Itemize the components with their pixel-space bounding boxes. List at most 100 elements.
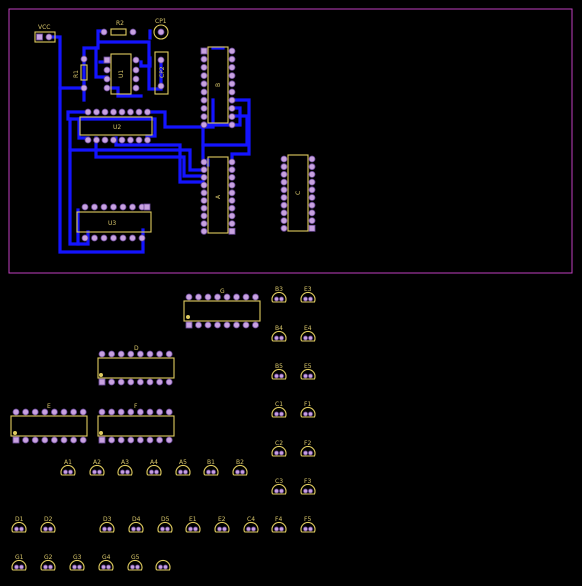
ic-pin xyxy=(200,96,208,104)
ic-pin xyxy=(308,209,316,217)
ic-pin xyxy=(228,80,236,88)
ic-pin xyxy=(214,293,221,301)
ic-pin xyxy=(308,170,316,178)
pin1-marker xyxy=(99,431,103,435)
ic-pin xyxy=(91,234,98,242)
led-footprint: C1 xyxy=(271,401,287,418)
ic-pin xyxy=(165,378,173,386)
led-footprint: F5 xyxy=(300,516,316,533)
ic-pin xyxy=(280,155,288,163)
ic-d: D xyxy=(97,345,175,379)
ic-pin xyxy=(280,194,288,201)
led-footprint: B3 xyxy=(271,286,287,303)
u2-label: U2 xyxy=(113,124,121,131)
led-label: D2 xyxy=(44,516,53,523)
ic-pin xyxy=(308,163,316,171)
ic-pin xyxy=(98,408,106,416)
r1-label: R1 xyxy=(73,70,80,78)
vcc-label: VCC xyxy=(38,24,50,31)
led-footprint: B2 xyxy=(232,459,248,476)
ic-pin xyxy=(119,203,127,211)
ic-pin xyxy=(200,80,208,88)
pin1-marker xyxy=(13,431,17,435)
ic-u1: U1 xyxy=(103,53,140,95)
ic-pin xyxy=(204,321,212,329)
ic-pin xyxy=(228,189,236,197)
ic-pin xyxy=(81,203,89,211)
ic-pin xyxy=(60,436,68,444)
ic-pin xyxy=(117,378,125,386)
capacitor-cp1: CP1 xyxy=(153,18,169,40)
r2-label: R2 xyxy=(116,20,124,27)
ic-pin xyxy=(185,293,193,301)
cp2-label: CP2 xyxy=(159,66,166,78)
ic-pin xyxy=(108,408,115,416)
ic-a: A xyxy=(207,156,229,234)
ic-pin xyxy=(12,436,20,444)
ic-pin xyxy=(22,408,30,416)
led-label: E3 xyxy=(304,286,312,293)
led-footprint: E5 xyxy=(300,363,316,380)
led-footprint: G2 xyxy=(40,554,56,571)
ic-pin xyxy=(200,47,208,55)
ic-pin xyxy=(98,378,106,386)
ic-pin xyxy=(252,293,259,301)
ic-pin xyxy=(280,201,288,209)
ic-pin xyxy=(79,436,87,444)
led-label: F2 xyxy=(304,440,311,447)
ic-b: B xyxy=(207,46,229,124)
led-footprint: D3 xyxy=(99,516,115,533)
ic-pin xyxy=(242,321,250,329)
ic-pin xyxy=(233,321,240,329)
led-footprint: C4 xyxy=(243,516,259,533)
ic-pin xyxy=(228,96,236,104)
ic-pin xyxy=(200,55,208,63)
ic-pin xyxy=(51,408,58,416)
ic-pin xyxy=(81,234,89,242)
ic-pin xyxy=(200,197,208,204)
led-footprint: F2 xyxy=(300,440,316,457)
led-label: G4 xyxy=(102,554,111,561)
ic-pin xyxy=(127,108,134,116)
ic-pin xyxy=(110,136,117,144)
ic-pin xyxy=(228,212,236,220)
led-label: F3 xyxy=(304,478,311,485)
pin1-marker xyxy=(186,315,190,319)
a-label: A xyxy=(215,194,222,199)
ic-pin xyxy=(31,436,39,444)
ic-pin xyxy=(223,321,231,329)
ic-pin xyxy=(200,204,208,212)
c-label: C xyxy=(295,191,302,195)
led-label: F5 xyxy=(304,516,311,523)
ic-pin xyxy=(22,436,30,444)
ic-pin xyxy=(195,321,202,329)
ic-pin xyxy=(165,350,173,358)
led-label: G5 xyxy=(131,554,140,561)
ic-pin xyxy=(146,378,154,386)
ic-pin xyxy=(233,293,240,301)
vcc-connector: VCC xyxy=(34,24,56,43)
ic-pin xyxy=(204,293,212,301)
ic-pin xyxy=(127,408,135,416)
ic-pin xyxy=(228,47,236,55)
ic-pin xyxy=(110,203,117,211)
ic-pin xyxy=(118,108,126,116)
led-label: B3 xyxy=(275,286,283,293)
ic-pin xyxy=(200,173,208,181)
ic-pin xyxy=(228,220,236,228)
ic-pin xyxy=(228,88,236,96)
led-footprint: D5 xyxy=(157,516,173,533)
ic-f: F xyxy=(97,403,175,437)
d-label: D xyxy=(134,345,139,352)
led-footprint: G4 xyxy=(98,554,114,571)
ic-pin xyxy=(280,163,288,171)
ic-pin xyxy=(70,408,77,416)
led-label: D4 xyxy=(132,516,141,523)
ic-pin xyxy=(195,293,202,301)
resistor-r2: R2 xyxy=(100,20,137,36)
ic-pin xyxy=(127,378,135,386)
led-label: B1 xyxy=(207,459,215,466)
led-label: E5 xyxy=(304,363,312,370)
led-footprint: F4 xyxy=(271,516,287,533)
